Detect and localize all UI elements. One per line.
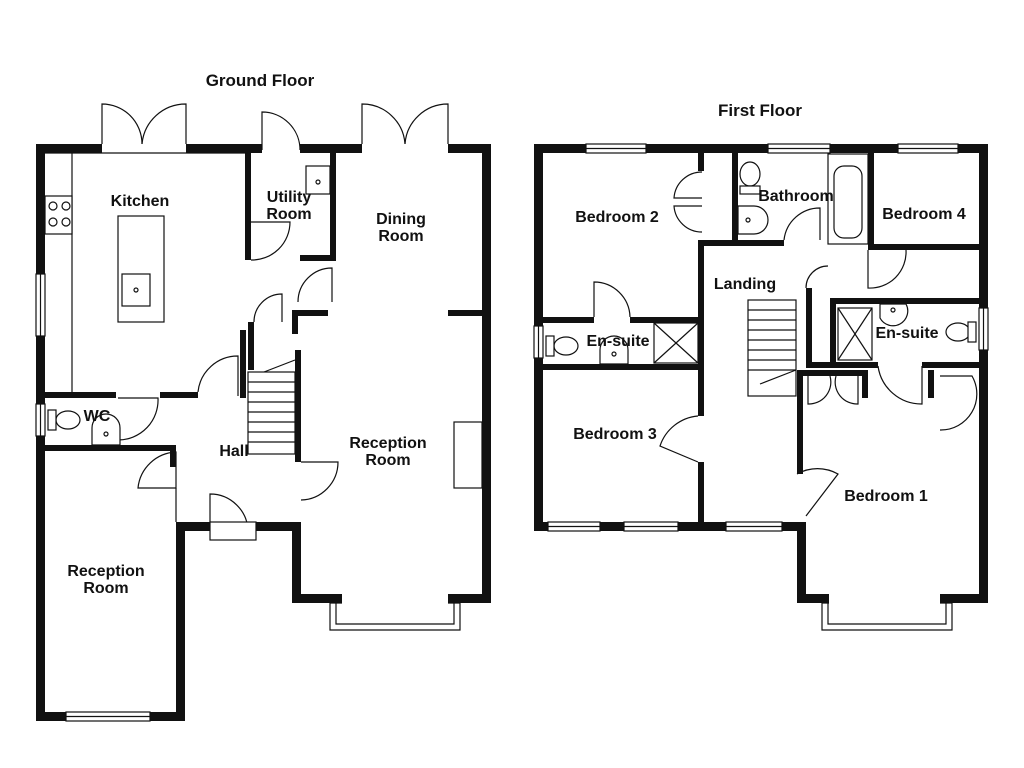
label-dining-line1: Dining: [376, 211, 426, 228]
label-bedroom-3: Bedroom 3: [573, 426, 657, 443]
first-floor-doors: [593, 171, 978, 517]
label-utility-line2: Room: [266, 206, 311, 223]
ground-floor-stairs: [247, 359, 296, 455]
first-floor-title: First Floor: [718, 101, 802, 120]
label-en-suite-left: En-suite: [586, 333, 649, 350]
first-floor-labels: Bedroom 2 Bathroom Bedroom 4 Landing En-…: [573, 188, 966, 505]
label-kitchen: Kitchen: [111, 193, 170, 210]
label-reception-right-line2: Room: [365, 452, 410, 469]
label-landing: Landing: [714, 276, 776, 293]
label-utility-line1: Utility: [267, 189, 312, 206]
first-floor-windows: [533, 143, 989, 631]
label-bedroom-4: Bedroom 4: [882, 206, 966, 223]
first-floor-fixtures: [545, 153, 977, 397]
label-reception-left-line2: Room: [83, 580, 128, 597]
label-reception-right-line1: Reception: [349, 435, 426, 452]
label-bedroom-1: Bedroom 1: [844, 488, 928, 505]
ground-floor-fixtures: [44, 152, 331, 455]
ground-floor-title: Ground Floor: [206, 71, 315, 90]
label-reception-left-line1: Reception: [67, 563, 144, 580]
label-dining-line2: Room: [378, 228, 423, 245]
ground-floor-plan: Ground Floor: [35, 71, 491, 722]
label-bedroom-2: Bedroom 2: [575, 209, 659, 226]
first-floor-stairs: [747, 299, 797, 397]
first-floor-plan: First Floor: [533, 101, 989, 631]
ground-floor-doors: [101, 103, 449, 541]
label-wc: WC: [84, 408, 111, 425]
label-bathroom: Bathroom: [758, 188, 834, 205]
label-en-suite-right: En-suite: [875, 325, 938, 342]
ground-floor-labels: Kitchen Utility Room Dining Room WC Hall…: [67, 189, 426, 597]
label-hall: Hall: [219, 443, 248, 460]
ground-floor-windows: [35, 273, 483, 722]
